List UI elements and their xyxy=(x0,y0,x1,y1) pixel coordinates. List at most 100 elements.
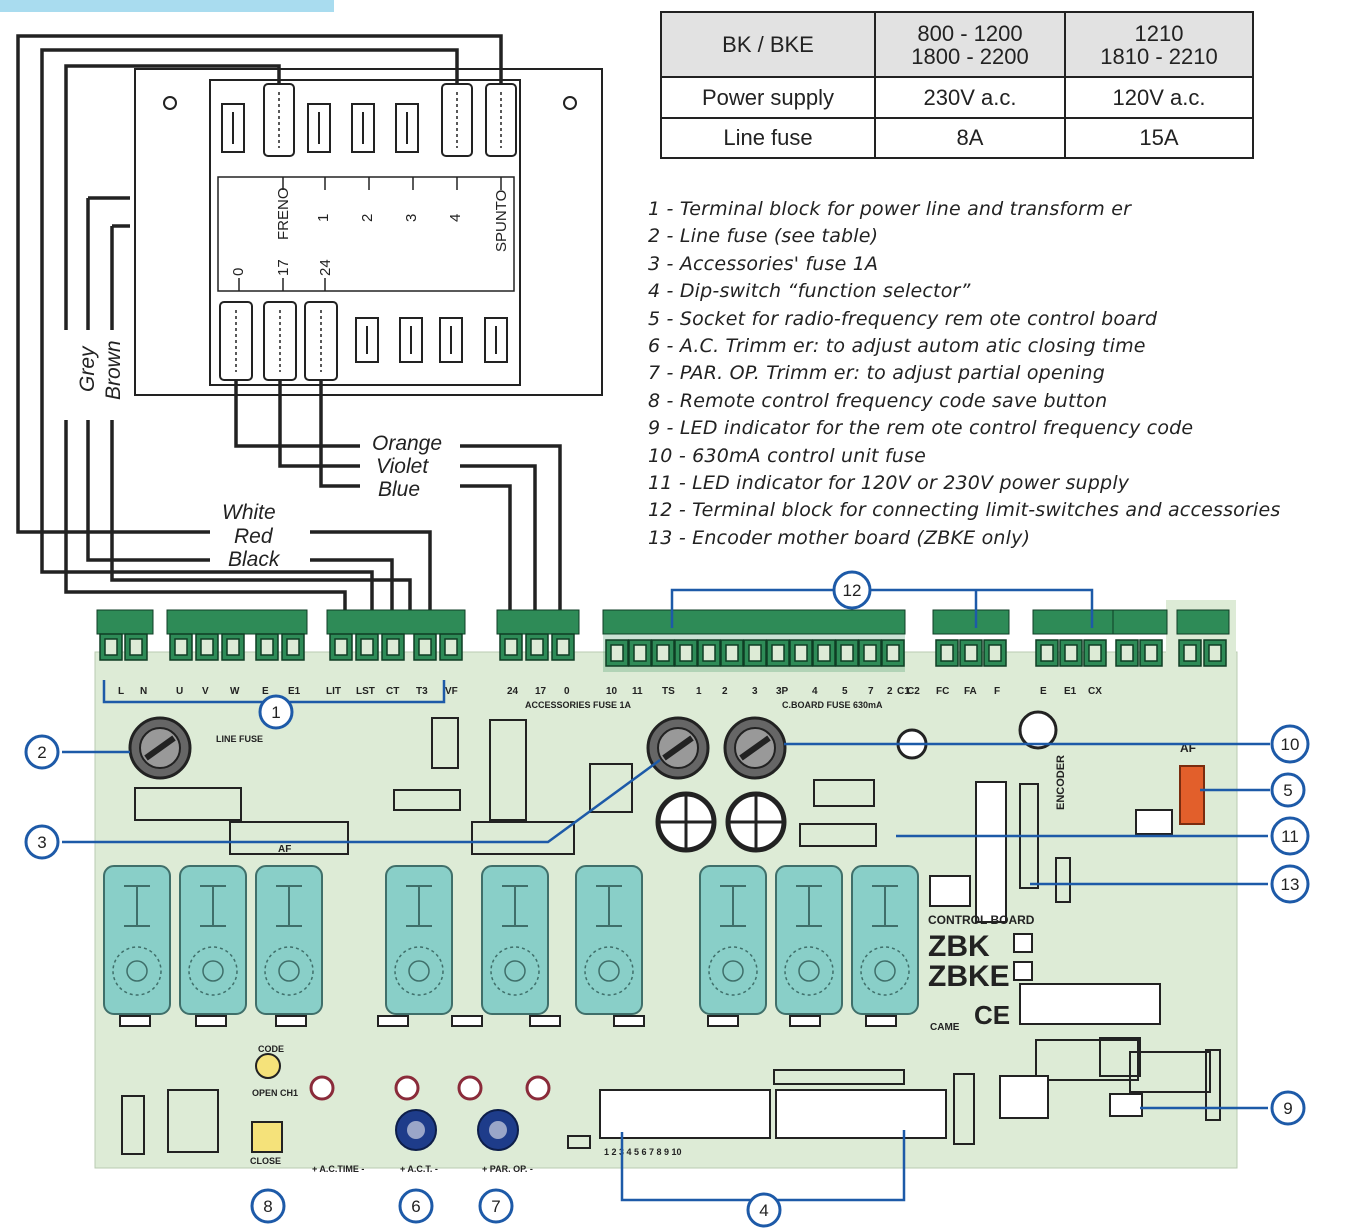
dip-numbers: 1 2 3 4 5 6 7 8 9 10 xyxy=(604,1147,682,1157)
legend-item: 3 - Accessories' fuse 1A xyxy=(648,252,879,275)
board-text: ENCODER xyxy=(1055,755,1067,810)
accessories-fuse xyxy=(648,718,708,778)
code-save-button[interactable] xyxy=(251,1121,283,1153)
callout-4: 4 xyxy=(746,1192,782,1228)
transformer-label: 0 xyxy=(230,268,247,276)
callout-1: 1 xyxy=(258,694,294,730)
dip-switch-bank[interactable] xyxy=(599,1089,947,1139)
legend-item: 13 - Encoder mother board (ZBKE only) xyxy=(648,526,1031,549)
legend-item: 6 - A.C. Trimm er: to adjust autom atic … xyxy=(648,334,1146,357)
terminal-label: 10 xyxy=(606,686,618,697)
table-header-cell: BK / BKE xyxy=(660,10,876,79)
transformer-label: 1 xyxy=(315,214,332,222)
terminal-label: C2 xyxy=(907,686,920,697)
legend-item: 7 - PAR. OP. Trimm er: to adjust partial… xyxy=(648,362,1106,385)
table-header-row: BK / BKE 800 - 1200 1800 - 2200 1210 181… xyxy=(660,10,1254,79)
transformer-label: 3 xyxy=(403,214,420,222)
wire-label: Grey xyxy=(76,345,99,392)
terminal-label: 4 xyxy=(812,686,818,697)
wire-label: Violet xyxy=(376,455,429,478)
legend-item: 11 - LED indicator for 120V or 230V powe… xyxy=(648,471,1130,494)
terminal-label: 1 xyxy=(696,686,702,697)
legend-item: 8 - Remote control frequency code save b… xyxy=(648,389,1108,412)
terminal-label: U xyxy=(176,686,183,697)
callout-11: 11 xyxy=(1270,816,1310,856)
legend-item: 4 - Dip-switch “function selector” xyxy=(648,280,971,303)
table-row: Line fuse 8A 15A xyxy=(660,116,1254,160)
terminal-block-limits xyxy=(326,609,466,661)
terminal-label: E xyxy=(262,686,269,697)
model-label: ZBK xyxy=(928,930,990,963)
terminal-label: E xyxy=(1040,686,1047,697)
legend-list: 1 - Terminal block for power line and tr… xyxy=(648,196,1281,552)
wire-label: Brown xyxy=(102,340,125,400)
callout-3: 3 xyxy=(24,824,60,860)
terminal-label: 7 xyxy=(868,686,874,697)
ac-trimmer[interactable] xyxy=(395,1109,437,1151)
ce-mark: CE xyxy=(974,1000,1010,1030)
board-text: CODE xyxy=(258,1044,284,1054)
terminal-block-12 xyxy=(602,609,1230,672)
callouts: 1 2 3 4 5 6 7 8 9 10 11 12 13 xyxy=(24,570,1310,1228)
svg-text:4: 4 xyxy=(759,1201,768,1220)
callout-2: 2 xyxy=(24,734,60,770)
par-op-trimmer[interactable] xyxy=(477,1109,519,1151)
terminal-label: 2 xyxy=(887,686,893,697)
svg-text:9: 9 xyxy=(1283,1099,1292,1118)
radio-socket[interactable] xyxy=(1179,765,1205,825)
terminal-label: 24 xyxy=(507,686,519,697)
legend-item: 1 - Terminal block for power line and tr… xyxy=(648,198,1132,220)
line-fuse xyxy=(130,718,190,778)
terminal-label: 3 xyxy=(752,686,758,697)
svg-text:7: 7 xyxy=(491,1197,500,1216)
board-text: LINE FUSE xyxy=(216,734,263,744)
svg-text:10: 10 xyxy=(1281,735,1300,754)
transformer-label: SPUNTO xyxy=(493,190,510,252)
table-row: Power supply 230V a.c. 120V a.c. xyxy=(660,76,1254,119)
transformer-label: FRENO xyxy=(275,188,292,241)
svg-text:13: 13 xyxy=(1281,875,1300,894)
code-led xyxy=(255,1053,281,1079)
wire-label: Black xyxy=(228,548,281,571)
terminal-label: E1 xyxy=(1064,686,1077,697)
terminal-label: N xyxy=(140,686,147,697)
board-text: CLOSE xyxy=(250,1156,281,1166)
came-logo: CAME xyxy=(930,1022,960,1033)
table-cell: 230V a.c. xyxy=(874,76,1066,119)
board-text: C.BOARD FUSE 630mA xyxy=(782,700,883,710)
wire-label: Red xyxy=(234,525,274,548)
svg-text:8: 8 xyxy=(263,1197,272,1216)
terminal-label: 17 xyxy=(535,686,547,697)
callout-12: 12 xyxy=(832,570,872,610)
svg-text:11: 11 xyxy=(1281,827,1299,846)
legend-item: 2 - Line fuse (see table) xyxy=(648,225,879,248)
terminal-label: L xyxy=(118,686,124,697)
terminal-label: VF xyxy=(445,686,458,697)
svg-text:12: 12 xyxy=(843,581,862,600)
legend-item: 5 - Socket for radio-frequency rem ote c… xyxy=(648,307,1158,330)
callout-13: 13 xyxy=(1270,864,1310,904)
terminal-label: T3 xyxy=(416,686,428,697)
table-cell: 15A xyxy=(1064,116,1254,160)
terminal-label: C1 xyxy=(897,686,910,697)
terminal-block-1 xyxy=(96,609,308,661)
svg-text:5: 5 xyxy=(1283,781,1292,800)
transformer-label: 4 xyxy=(447,214,464,222)
model-label: ZBKE xyxy=(928,960,1010,993)
board-text: OPEN CH1 xyxy=(252,1088,298,1098)
svg-text:6: 6 xyxy=(411,1197,420,1216)
terminal-label: 2 xyxy=(722,686,728,697)
control-unit-fuse xyxy=(725,718,785,778)
title-tab xyxy=(0,0,334,12)
board-text: + A.C.T. - xyxy=(400,1164,438,1174)
terminal-label: FC xyxy=(936,686,949,697)
table-cell: Line fuse xyxy=(660,116,876,160)
transformer-label: 2 xyxy=(359,214,376,222)
terminal-label: V xyxy=(202,686,209,697)
mount-hole-icon xyxy=(563,96,577,110)
mount-hole-icon xyxy=(163,96,177,110)
callout-5: 5 xyxy=(1270,772,1306,808)
wire-label: White xyxy=(222,501,276,524)
callout-9: 9 xyxy=(1270,1090,1306,1126)
